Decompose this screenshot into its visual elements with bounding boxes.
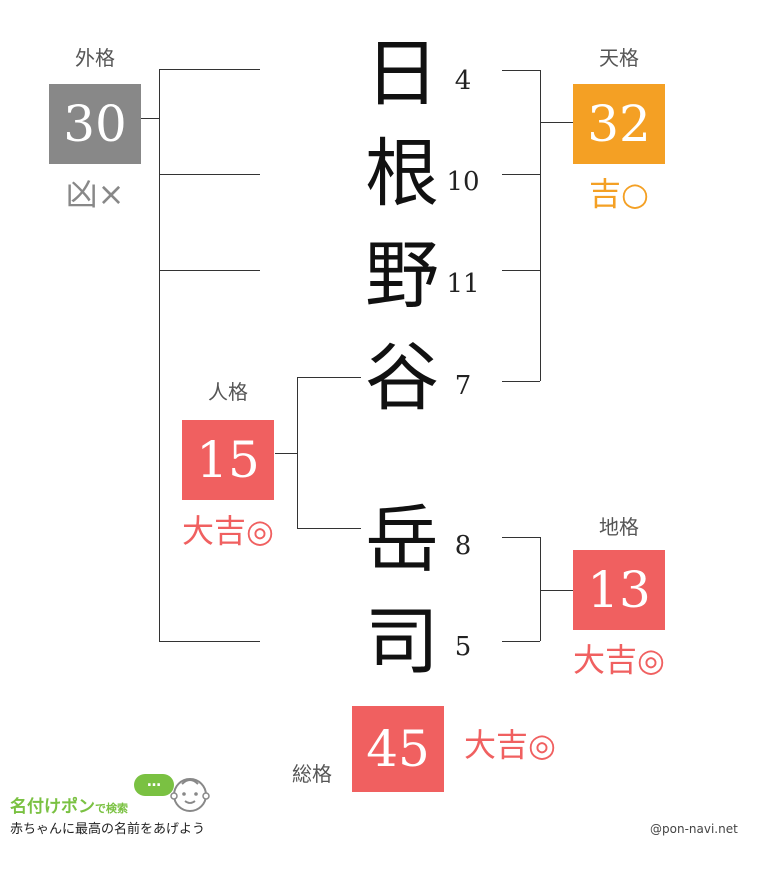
tagline: 赤ちゃんに最高の名前をあげよう (10, 822, 206, 837)
chikaku-bracket-top (502, 537, 540, 538)
logo-title: 名付けポン (10, 797, 95, 817)
chikaku-bracket-vertical (540, 537, 541, 641)
tenkaku-bracket-vertical (540, 70, 541, 381)
tenkaku-connector (540, 122, 573, 123)
chikaku-verdict: 大吉◎ (573, 641, 665, 679)
jinkaku-bracket-vertical (297, 377, 298, 528)
jinkaku-connector (275, 453, 297, 454)
gaikaku-label: 外格 (75, 46, 115, 70)
stroke-count-1: 4 (454, 66, 472, 96)
gaikaku-bracket-top (159, 69, 260, 70)
name-char-5: 岳 (365, 497, 439, 583)
jinkaku-bracket-bottom (297, 528, 361, 529)
tenkaku-value-box: 32 (573, 84, 665, 164)
stroke-count-4: 7 (454, 371, 472, 401)
stroke-count-5: 8 (454, 531, 472, 561)
site-credit[interactable]: @pon-navi.net (650, 822, 738, 836)
jinkaku-label: 人格 (208, 380, 248, 404)
gaikaku-verdict: 凶× (65, 175, 125, 213)
tenkaku-bracket-tick-3 (502, 270, 540, 271)
chikaku-connector (540, 590, 573, 591)
name-char-1: 日 (365, 31, 439, 117)
jinkaku-value-box: 15 (182, 420, 274, 500)
chat-bubble-dots: … (147, 774, 161, 790)
soukaku-label: 総格 (292, 762, 332, 786)
gaikaku-bracket-vertical (159, 69, 160, 641)
jinkaku-bracket-top (297, 377, 361, 378)
gaikaku-value-box: 30 (49, 84, 141, 164)
tenkaku-bracket-tick-2 (502, 174, 540, 175)
stroke-count-2: 10 (446, 167, 480, 197)
name-char-3: 野 (365, 233, 439, 319)
soukaku-verdict: 大吉◎ (464, 726, 556, 764)
logo-suffix: で検索 (95, 802, 128, 815)
name-char-4: 谷 (365, 335, 439, 421)
gaikaku-connector (141, 118, 159, 119)
tenkaku-bracket-top (502, 70, 540, 71)
tenkaku-label: 天格 (599, 46, 639, 70)
stroke-count-6: 5 (454, 632, 472, 662)
chat-bubble-icon: … (134, 774, 174, 796)
tenkaku-verdict: 吉○ (589, 175, 649, 213)
gaikaku-bracket-bottom (159, 641, 260, 642)
soukaku-value-box: 45 (352, 706, 444, 792)
chikaku-value-box: 13 (573, 550, 665, 630)
gaikaku-bracket-tick-3 (159, 270, 260, 271)
jinkaku-verdict: 大吉◎ (182, 512, 274, 550)
logo[interactable]: 名付けポンで検索 (10, 792, 128, 817)
stroke-count-3: 11 (446, 269, 480, 299)
chikaku-label: 地格 (599, 515, 639, 539)
gaikaku-bracket-tick-2 (159, 174, 260, 175)
name-char-6: 司 (365, 599, 439, 685)
name-char-2: 根 (365, 131, 439, 217)
chikaku-bracket-bottom (502, 641, 540, 642)
baby-face-icon (170, 778, 210, 812)
tenkaku-bracket-bottom (502, 381, 540, 382)
